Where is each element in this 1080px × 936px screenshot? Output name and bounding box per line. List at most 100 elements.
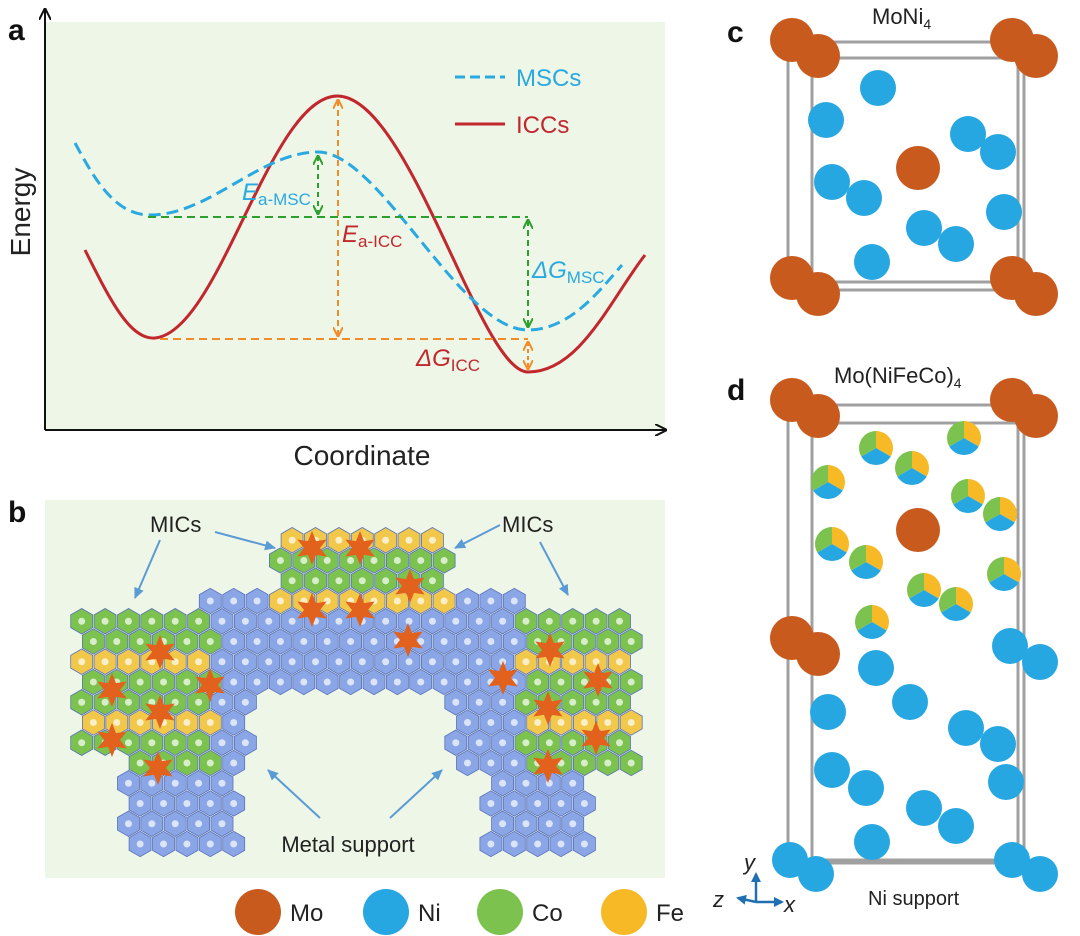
hexagon-highlight bbox=[241, 739, 249, 747]
ni-atom bbox=[1022, 644, 1058, 680]
hexagon-highlight bbox=[499, 779, 507, 787]
y-axis-label: Energy bbox=[5, 168, 36, 257]
mixed-atom-sector bbox=[907, 573, 924, 599]
mixed-atom-sector bbox=[828, 465, 845, 491]
hexagon-highlight bbox=[487, 719, 495, 726]
hexagon-highlight bbox=[124, 820, 132, 828]
hexagon-highlight bbox=[580, 759, 588, 767]
hexagon-highlight bbox=[428, 658, 436, 666]
hexagon-highlight bbox=[499, 820, 507, 828]
hexagon-highlight bbox=[241, 698, 249, 706]
mo-star bbox=[145, 695, 175, 729]
legend-co-swatch bbox=[477, 889, 523, 935]
mixed-atom-sector bbox=[924, 573, 941, 599]
hexagon-highlight bbox=[534, 800, 542, 807]
mo-star bbox=[583, 663, 613, 697]
ni-atom bbox=[994, 842, 1030, 878]
hexagon-highlight bbox=[592, 617, 600, 625]
ni-atom bbox=[950, 116, 986, 152]
hexagon-highlight bbox=[206, 759, 214, 767]
mixed-atom-sector bbox=[1004, 557, 1021, 583]
hexagon-highlight bbox=[124, 779, 132, 787]
mixed-atom-sector bbox=[985, 514, 1015, 531]
hexagon-highlight bbox=[78, 698, 86, 706]
hexagon-highlight bbox=[393, 678, 401, 686]
hexagon-highlight bbox=[230, 597, 238, 605]
legend-icc-label: ICCs bbox=[516, 112, 569, 139]
triad-z-arrow bbox=[736, 894, 757, 905]
hexagon-highlight bbox=[218, 779, 226, 787]
legend-fe-label: Fe bbox=[656, 900, 684, 927]
hexagon-highlight bbox=[545, 617, 553, 625]
ni-atom bbox=[798, 856, 834, 892]
hexagon-highlight bbox=[604, 638, 612, 645]
hexagon-highlight bbox=[499, 658, 507, 666]
hexagon-highlight bbox=[557, 800, 565, 807]
hexagon-highlight bbox=[288, 577, 296, 585]
hexagon-highlight bbox=[288, 536, 296, 544]
hexagon-highlight bbox=[557, 678, 565, 686]
mixed-atom-sector bbox=[956, 587, 973, 613]
hexagon-highlight bbox=[370, 557, 378, 564]
ni-support-label: Ni support bbox=[868, 888, 960, 910]
hexagon-highlight bbox=[569, 820, 577, 828]
hexagon-highlight bbox=[487, 800, 495, 807]
hexagon-highlight bbox=[522, 820, 530, 828]
legend-msc-label: MSCs bbox=[516, 65, 581, 92]
hexagon-highlight bbox=[124, 617, 132, 625]
panel-b: b MICs MICs Metal support bbox=[8, 496, 665, 878]
hexagon-highlight bbox=[615, 698, 623, 706]
hexagon-highlight bbox=[417, 597, 425, 605]
ni-atom bbox=[808, 102, 844, 138]
hexagon-highlight bbox=[206, 638, 214, 645]
hexagon-highlight bbox=[557, 840, 565, 848]
hexagon-highlight bbox=[393, 557, 401, 564]
hexagon-highlight bbox=[171, 739, 179, 747]
hexagon-highlight bbox=[160, 800, 168, 807]
mixed-atom-sector bbox=[832, 527, 849, 553]
hexagon-highlight bbox=[464, 678, 472, 686]
hexagon-highlight bbox=[440, 638, 448, 645]
mo-sites bbox=[97, 531, 613, 785]
legend-ni-swatch bbox=[363, 889, 409, 935]
hexagon-highlight bbox=[510, 597, 518, 605]
hexagon-highlight bbox=[464, 597, 472, 605]
ni-atom bbox=[810, 694, 846, 730]
hexagon-highlight bbox=[183, 719, 191, 726]
hexagon-highlight bbox=[510, 840, 518, 848]
atom-legend: Mo Ni Co Fe bbox=[235, 889, 684, 935]
hexagon-highlight bbox=[499, 739, 507, 747]
panel-d: d Mo(NiFeCo)4 Ni support y x z bbox=[712, 363, 1058, 917]
mixed-atom-sector bbox=[851, 562, 881, 579]
hexagon-highlight bbox=[604, 719, 612, 726]
ni-atom bbox=[860, 70, 896, 106]
hexagon-highlight bbox=[545, 779, 553, 787]
hexagon-highlight bbox=[312, 658, 320, 666]
hexagon-highlight bbox=[534, 840, 542, 848]
ni-atom bbox=[858, 650, 894, 686]
hexagon-highlight bbox=[347, 678, 355, 686]
hexagon-highlight bbox=[370, 678, 378, 686]
hexagon-highlight bbox=[195, 779, 203, 787]
hexagon-highlight bbox=[475, 617, 483, 625]
hexagon-highlight bbox=[592, 658, 600, 666]
ni-atom bbox=[1022, 856, 1058, 892]
ni-atom bbox=[938, 226, 974, 262]
hexagon-highlight bbox=[428, 617, 436, 625]
hexagon-highlight bbox=[136, 719, 144, 726]
hexagon-highlight bbox=[393, 597, 401, 605]
metal-support-label: Metal support bbox=[281, 832, 414, 857]
mo-star bbox=[297, 531, 327, 565]
triad-x-label: x bbox=[783, 892, 796, 917]
hexagon-highlight bbox=[230, 719, 238, 726]
hexagon-highlight bbox=[160, 678, 168, 686]
hexagon-highlight bbox=[487, 840, 495, 848]
hexagon-highlight bbox=[206, 840, 214, 848]
hexagon-highlight bbox=[499, 698, 507, 706]
hexagon-highlight bbox=[78, 739, 86, 747]
hexagon-highlight bbox=[335, 617, 343, 625]
mo-star bbox=[345, 531, 375, 565]
hexagon-highlight bbox=[627, 719, 635, 726]
mixed-atom-sector bbox=[866, 545, 883, 571]
mo-star bbox=[345, 593, 375, 627]
